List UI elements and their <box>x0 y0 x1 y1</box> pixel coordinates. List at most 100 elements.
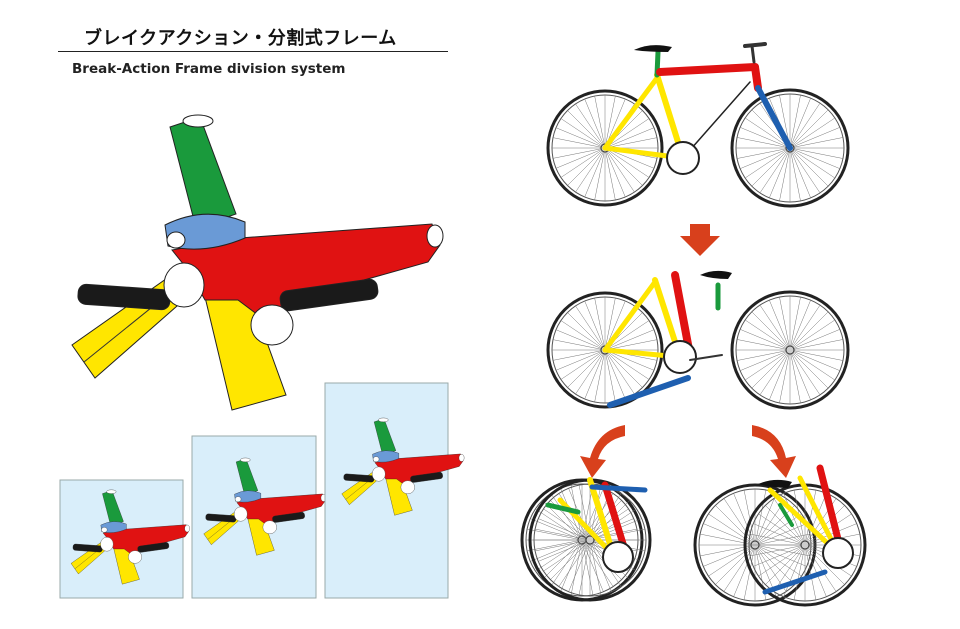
spoke <box>744 147 791 179</box>
chainring <box>822 537 854 569</box>
spoke <box>589 539 612 592</box>
spoke <box>604 95 616 149</box>
spoke <box>753 523 806 546</box>
spoke <box>769 300 791 351</box>
spoke <box>789 147 844 159</box>
chainring <box>602 541 634 573</box>
spoke <box>575 305 606 351</box>
spoke <box>558 539 591 587</box>
spoke <box>789 311 829 351</box>
spoke <box>567 147 606 186</box>
tire <box>546 89 664 207</box>
spoke <box>753 544 806 567</box>
spoke <box>754 544 795 585</box>
hub <box>785 345 795 355</box>
spoke <box>779 147 791 202</box>
spoke <box>530 539 583 562</box>
spoke <box>604 297 616 351</box>
spoke <box>530 518 583 541</box>
main-joint-illustration <box>71 114 444 411</box>
spoke <box>581 539 614 587</box>
spoke <box>584 98 606 149</box>
spoke <box>543 508 591 541</box>
top-tube <box>656 63 759 76</box>
spoke <box>750 533 806 546</box>
down-tube <box>689 354 723 361</box>
fork <box>607 375 691 408</box>
spoke <box>751 147 791 187</box>
spoke <box>765 544 806 585</box>
spoke <box>560 147 606 178</box>
bike-split <box>546 270 850 410</box>
spoke <box>594 147 606 201</box>
spoke <box>789 147 829 187</box>
spoke <box>604 137 658 149</box>
spoke <box>552 349 606 361</box>
spoke <box>552 339 606 351</box>
spoke <box>708 513 756 546</box>
spoke <box>733 493 756 546</box>
panel-disassembled <box>324 382 465 599</box>
spoke <box>754 513 802 546</box>
spoke <box>604 339 658 351</box>
spoke <box>744 319 791 351</box>
spoke <box>589 539 602 595</box>
spoke <box>604 320 650 351</box>
spoke <box>584 349 606 400</box>
tire <box>730 88 850 208</box>
spoke <box>567 312 606 351</box>
spoke <box>783 544 806 597</box>
wheel <box>730 88 850 208</box>
saddle <box>700 270 732 279</box>
spoke <box>604 118 650 149</box>
spoke <box>793 544 806 600</box>
seat-post <box>778 503 794 527</box>
spoke <box>567 110 606 149</box>
spoke <box>555 127 606 149</box>
spoke <box>594 95 606 149</box>
spoke <box>789 109 829 149</box>
spoke <box>754 523 807 546</box>
spoke <box>804 544 827 597</box>
arrow-down-icon <box>680 224 720 256</box>
spoke <box>604 127 655 149</box>
spoke <box>754 493 777 546</box>
fork <box>589 484 648 493</box>
spoke <box>736 147 791 159</box>
spoke <box>535 539 583 572</box>
spoke <box>789 127 840 149</box>
spoke <box>552 137 606 149</box>
title-divider <box>58 51 448 52</box>
spoke <box>743 490 756 546</box>
title-english: Break-Action Frame division system <box>72 61 346 77</box>
spoke <box>804 544 845 585</box>
spoke <box>604 349 655 371</box>
spoke <box>759 304 791 351</box>
spoke <box>570 539 583 595</box>
spoke <box>560 349 606 380</box>
spoke <box>555 147 606 169</box>
spoke <box>715 505 756 546</box>
saddle <box>634 45 672 52</box>
spoke <box>789 147 811 198</box>
spoke <box>789 349 801 404</box>
spoke <box>754 533 810 546</box>
tire <box>546 291 664 409</box>
spoke <box>789 304 821 351</box>
spoke <box>789 94 801 149</box>
spoke <box>538 518 591 541</box>
spoke <box>555 349 606 371</box>
bike-folded-compact <box>520 477 652 602</box>
spoke <box>754 544 802 577</box>
spoke <box>740 349 791 371</box>
spoke <box>550 539 591 580</box>
chainring <box>666 141 700 175</box>
spoke <box>779 296 791 351</box>
wheel <box>546 89 664 207</box>
spoke <box>555 329 606 351</box>
spoke <box>751 349 791 389</box>
spoke <box>604 147 643 186</box>
spoke <box>779 349 791 404</box>
spoke <box>789 349 844 361</box>
